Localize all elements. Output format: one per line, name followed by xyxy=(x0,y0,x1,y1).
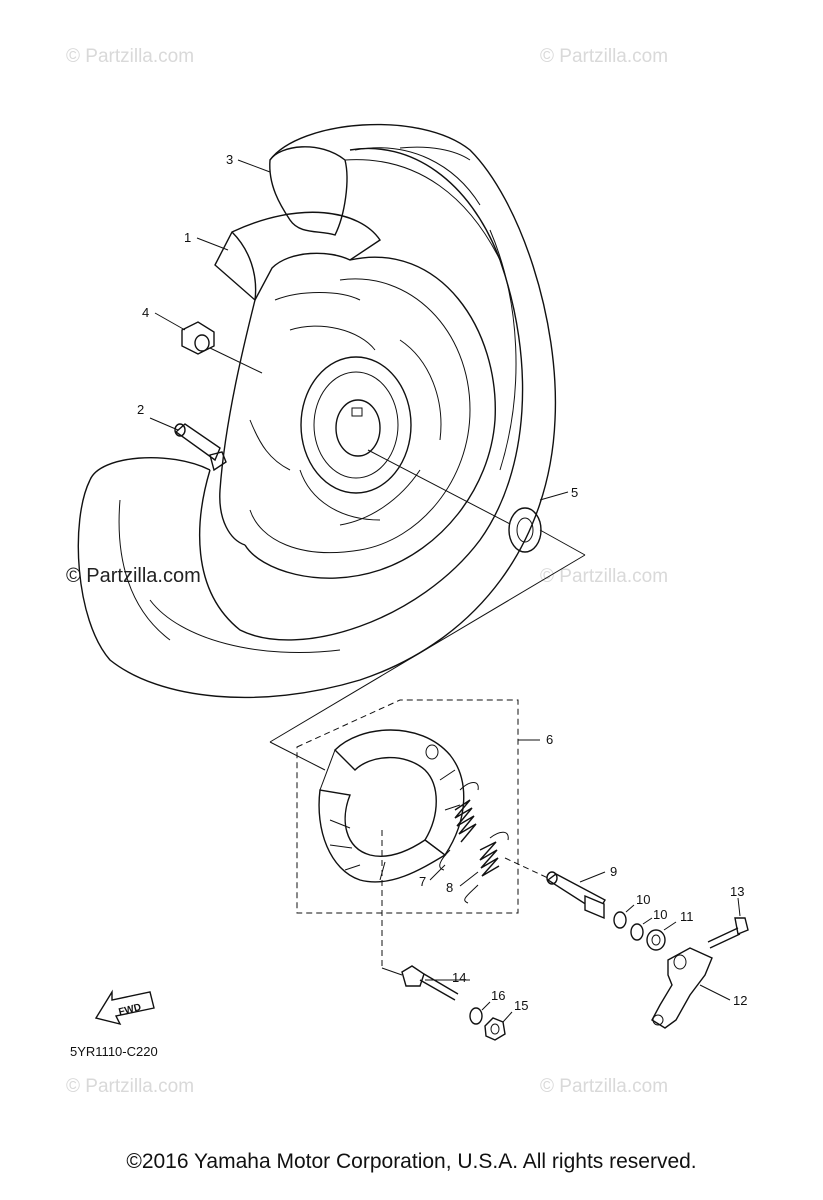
watermark-top-right: © Partzilla.com xyxy=(540,46,668,67)
assembly-line-right xyxy=(269,554,586,743)
callout-14: 14 xyxy=(452,970,466,985)
callout-5: 5 xyxy=(571,485,578,500)
washer-part-16 xyxy=(469,1007,483,1025)
callout-3: 3 xyxy=(226,152,233,167)
collar-part-4 xyxy=(181,321,263,374)
callout-4: 4 xyxy=(142,305,149,320)
watermark-mid-right: © Partzilla.com xyxy=(540,566,668,587)
watermark-bottom-right: © Partzilla.com xyxy=(540,1076,668,1097)
valve-part-2 xyxy=(149,417,227,472)
callout-1: 1 xyxy=(184,230,191,245)
cam-lever-part-12 xyxy=(651,947,731,1029)
callout-8: 8 xyxy=(446,880,453,895)
spring-part-8 xyxy=(459,831,509,904)
callout-7: 7 xyxy=(419,874,426,889)
bolt-part-13 xyxy=(707,897,749,949)
callout-11: 11 xyxy=(680,909,694,924)
callout-2: 2 xyxy=(137,402,144,417)
callout-10b: 10 xyxy=(653,907,667,922)
o-ring-part-10b xyxy=(630,923,644,941)
callout-13: 13 xyxy=(730,884,744,899)
callout-12: 12 xyxy=(733,993,747,1008)
oil-seal-part-5 xyxy=(367,449,586,556)
cast-wheel xyxy=(214,211,496,579)
spring-part-7 xyxy=(429,782,479,881)
tire xyxy=(77,123,557,699)
fwd-arrow-icon: FWD xyxy=(94,989,155,1026)
fwd-label: FWD xyxy=(118,1002,143,1018)
watermark-bottom-left: © Partzilla.com xyxy=(66,1076,194,1097)
nut-part-15 xyxy=(484,1017,506,1041)
callout-6: 6 xyxy=(546,732,553,747)
callout-15: 15 xyxy=(514,998,528,1013)
camshaft-part-9 xyxy=(504,857,606,920)
watermark-top-left: © Partzilla.com xyxy=(66,46,194,67)
diagram-code: 5YR1110-C220 xyxy=(70,1044,158,1059)
copyright-notice: ©2016 Yamaha Motor Corporation, U.S.A. A… xyxy=(126,1150,697,1173)
callout-16: 16 xyxy=(491,988,505,1003)
o-ring-part-10a xyxy=(613,911,627,929)
watermark-mid-left: © Partzilla.com xyxy=(66,565,201,587)
callout-10a: 10 xyxy=(636,892,650,907)
adjusting-bolt-part-14 xyxy=(381,830,470,1001)
callout-9: 9 xyxy=(610,864,617,879)
indicator-plate-part-11 xyxy=(646,929,666,951)
